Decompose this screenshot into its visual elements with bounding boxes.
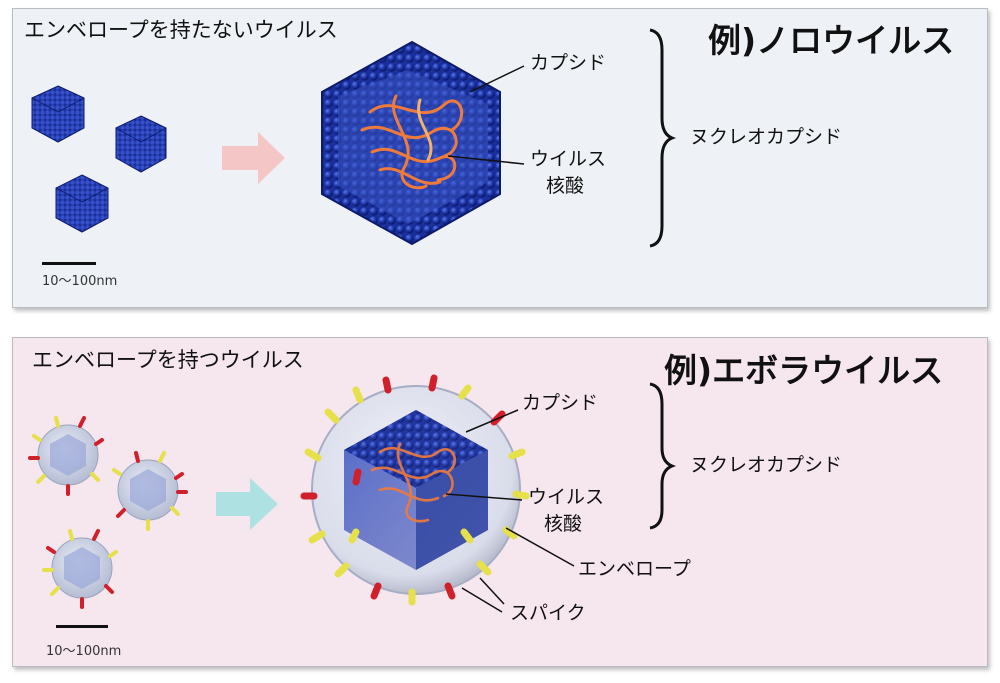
label-spike: スパイク [510, 602, 586, 624]
small-enveloped-virus-3 [42, 529, 118, 609]
leader-spike [479, 577, 505, 605]
leader-nucleic-acid [445, 493, 523, 501]
scale-label: 10～100nm [46, 644, 122, 659]
label-nucleocapsid: ヌクレオカプシド [690, 126, 843, 148]
enveloped-virus [300, 374, 530, 606]
scale-bar [42, 262, 96, 265]
section-heading: エンベロープを持つウイルス [32, 348, 304, 372]
label-nucleic-acid-line1: ウイルス [530, 148, 607, 170]
small-enveloped-virus-2 [112, 451, 188, 531]
leader-capsid [465, 409, 519, 433]
example-label: 例)ノロウイルス [708, 21, 955, 60]
label-envelope: エンベロープ [578, 558, 691, 580]
label-nucleic-acid: ウイルス 核酸 [530, 146, 607, 200]
small-virus-2 [115, 115, 167, 173]
nucleic-acid [360, 94, 464, 190]
label-nucleic-acid-line2: 核酸 [543, 513, 582, 535]
example-label: 例)エボラウイルス [664, 351, 944, 390]
arrow-right [216, 478, 278, 530]
small-virus-1 [31, 85, 85, 143]
label-nucleic-acid-line2: 核酸 [545, 175, 584, 197]
label-nucleic-acid: ウイルス 核酸 [528, 484, 605, 538]
label-capsid: カプシド [530, 52, 607, 74]
label-nucleic-acid-line1: ウイルス [528, 486, 605, 508]
leader-spike [461, 587, 503, 613]
non-enveloped-virus [321, 40, 501, 246]
scale-label: 10～100nm [42, 274, 118, 289]
brace [649, 382, 677, 530]
small-enveloped-virus-1 [28, 416, 104, 496]
leader-nucleic-acid [447, 155, 525, 165]
leader-capsid [469, 65, 525, 93]
label-capsid: カプシド [522, 392, 599, 414]
small-virus-3 [55, 174, 109, 233]
nucleic-acid [370, 442, 456, 523]
section-heading: エンベロープを持たないウイルス [24, 18, 338, 42]
brace [649, 28, 677, 248]
leader-envelope [505, 527, 575, 567]
arrow-right [222, 132, 285, 184]
label-nucleocapsid: ヌクレオカプシド [690, 454, 843, 476]
scale-bar [56, 625, 108, 628]
